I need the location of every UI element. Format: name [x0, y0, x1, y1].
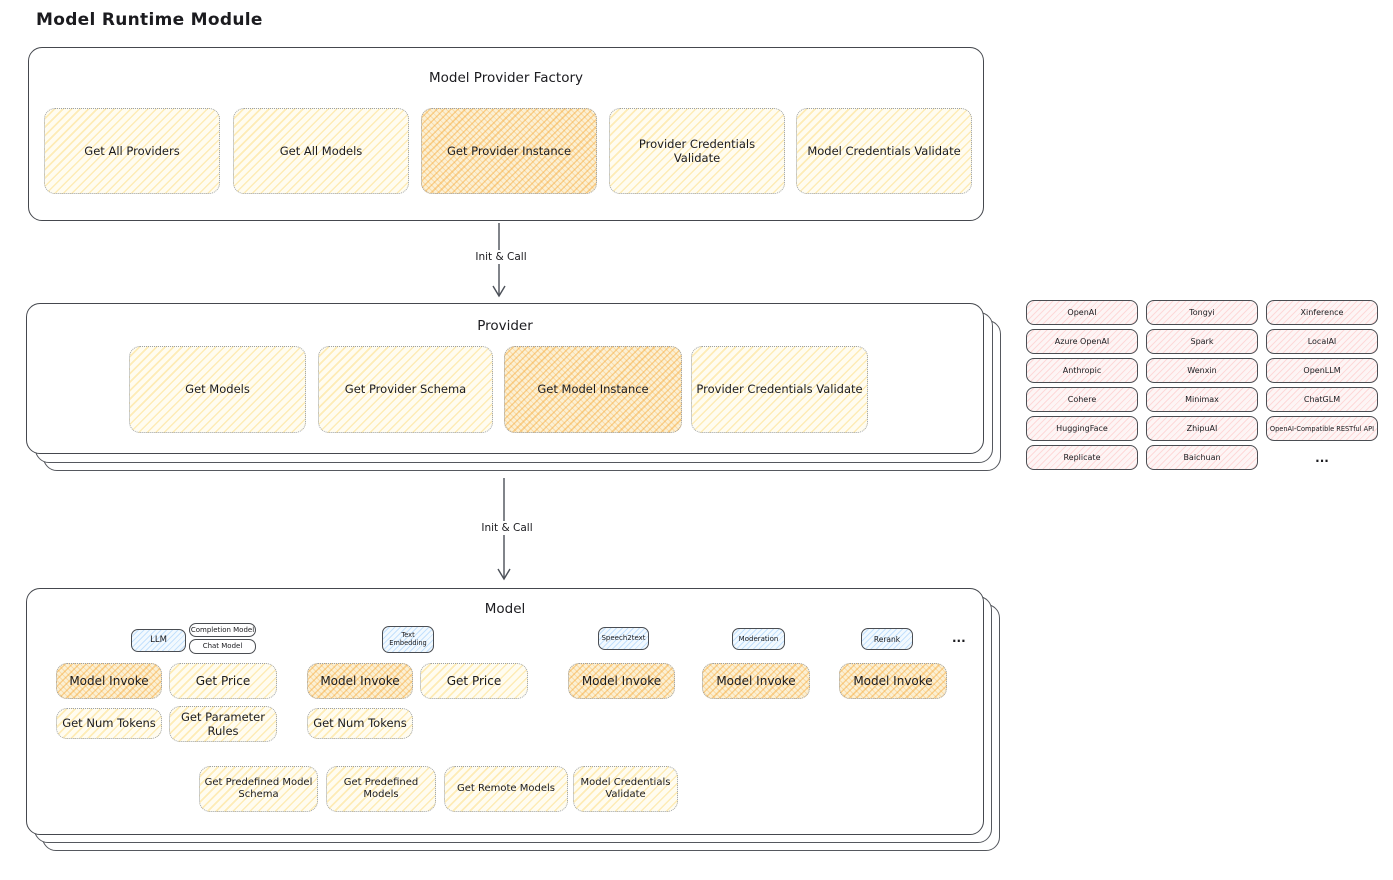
tab-speech2text: Speech2text: [598, 627, 649, 650]
provider-chip-baichuan: Baichuan: [1146, 445, 1258, 470]
provider-chip-cohere: Cohere: [1026, 387, 1138, 412]
model-tabs-more-label: ...: [952, 631, 966, 645]
tab-moderation: Moderation: [732, 628, 785, 650]
provider-chip-openai: OpenAI: [1026, 300, 1138, 325]
text-embedding-get-num-tokens: Get Num Tokens: [307, 708, 413, 739]
arrow1-label: Init & Call: [458, 250, 544, 264]
provider-chip-azure-openai: Azure OpenAI: [1026, 329, 1138, 354]
provider-chip-spark: Spark: [1146, 329, 1258, 354]
speech2text-model-invoke: Model Invoke: [568, 663, 675, 699]
factory-panel: Model Provider Factory Get All Providers…: [28, 47, 984, 221]
provider-item-provider-credentials-validate: Provider Credentials Validate: [691, 346, 868, 433]
text-embedding-get-price: Get Price: [420, 663, 528, 699]
arrow2-label: Init & Call: [464, 521, 550, 535]
provider-chip-wenxin: Wenxin: [1146, 358, 1258, 383]
model-title: Model: [484, 601, 526, 617]
moderation-model-invoke: Model Invoke: [702, 663, 810, 699]
rerank-model-invoke: Model Invoke: [839, 663, 947, 699]
factory-item-provider-credentials-validate: Provider Credentials Validate: [609, 108, 785, 194]
model-model-credentials-validate: Model Credentials Validate: [573, 766, 678, 812]
tab-llm: LLM: [131, 629, 186, 652]
providers-more-label: ...: [1315, 450, 1329, 465]
page-title: Model Runtime Module: [36, 10, 263, 30]
llm-get-num-tokens: Get Num Tokens: [56, 708, 162, 739]
provider-title: Provider: [477, 318, 533, 334]
llm-get-parameter-rules: Get Parameter Rules: [169, 706, 277, 742]
provider-item-get-model-instance: Get Model Instance: [504, 346, 682, 433]
tab-chat-model: Chat Model: [189, 639, 256, 654]
provider-chip-openai-compatible: OpenAI-Compatible RESTful API: [1266, 416, 1378, 441]
factory-title: Model Provider Factory: [428, 70, 583, 86]
provider-chip-tongyi: Tongyi: [1146, 300, 1258, 325]
provider-chip-replicate: Replicate: [1026, 445, 1138, 470]
provider-item-get-models: Get Models: [129, 346, 306, 433]
factory-item-get-all-providers: Get All Providers: [44, 108, 220, 194]
provider-chip-localai: LocalAI: [1266, 329, 1378, 354]
model-get-predefined-model-schema: Get Predefined Model Schema: [199, 766, 318, 812]
model-get-predefined-models: Get Predefined Models: [326, 766, 436, 812]
provider-chip-openllm: OpenLLM: [1266, 358, 1378, 383]
llm-model-invoke: Model Invoke: [56, 663, 162, 699]
factory-item-get-all-models: Get All Models: [233, 108, 409, 194]
factory-item-model-credentials-validate: Model Credentials Validate: [796, 108, 972, 194]
provider-chip-huggingface: HuggingFace: [1026, 416, 1138, 441]
llm-get-price: Get Price: [169, 663, 277, 699]
provider-panel: Provider Get Models Get Provider Schema …: [26, 303, 984, 454]
provider-chip-zhipuai: ZhipuAI: [1146, 416, 1258, 441]
factory-item-get-provider-instance: Get Provider Instance: [421, 108, 597, 194]
provider-chip-minimax: Minimax: [1146, 387, 1258, 412]
provider-chip-chatglm: ChatGLM: [1266, 387, 1378, 412]
tab-completion-model: Completion Model: [189, 623, 256, 637]
tab-rerank: Rerank: [861, 628, 913, 650]
text-embedding-model-invoke: Model Invoke: [307, 663, 413, 699]
tab-text-embedding: Text Embedding: [382, 626, 434, 653]
providers-grid: OpenAI Tongyi Xinference Azure OpenAI Sp…: [1026, 300, 1378, 470]
provider-item-get-provider-schema: Get Provider Schema: [318, 346, 493, 433]
provider-chip-anthropic: Anthropic: [1026, 358, 1138, 383]
provider-chip-xinference: Xinference: [1266, 300, 1378, 325]
model-get-remote-models: Get Remote Models: [444, 766, 568, 812]
model-panel: Model LLM Completion Model Chat Model Te…: [26, 588, 984, 835]
